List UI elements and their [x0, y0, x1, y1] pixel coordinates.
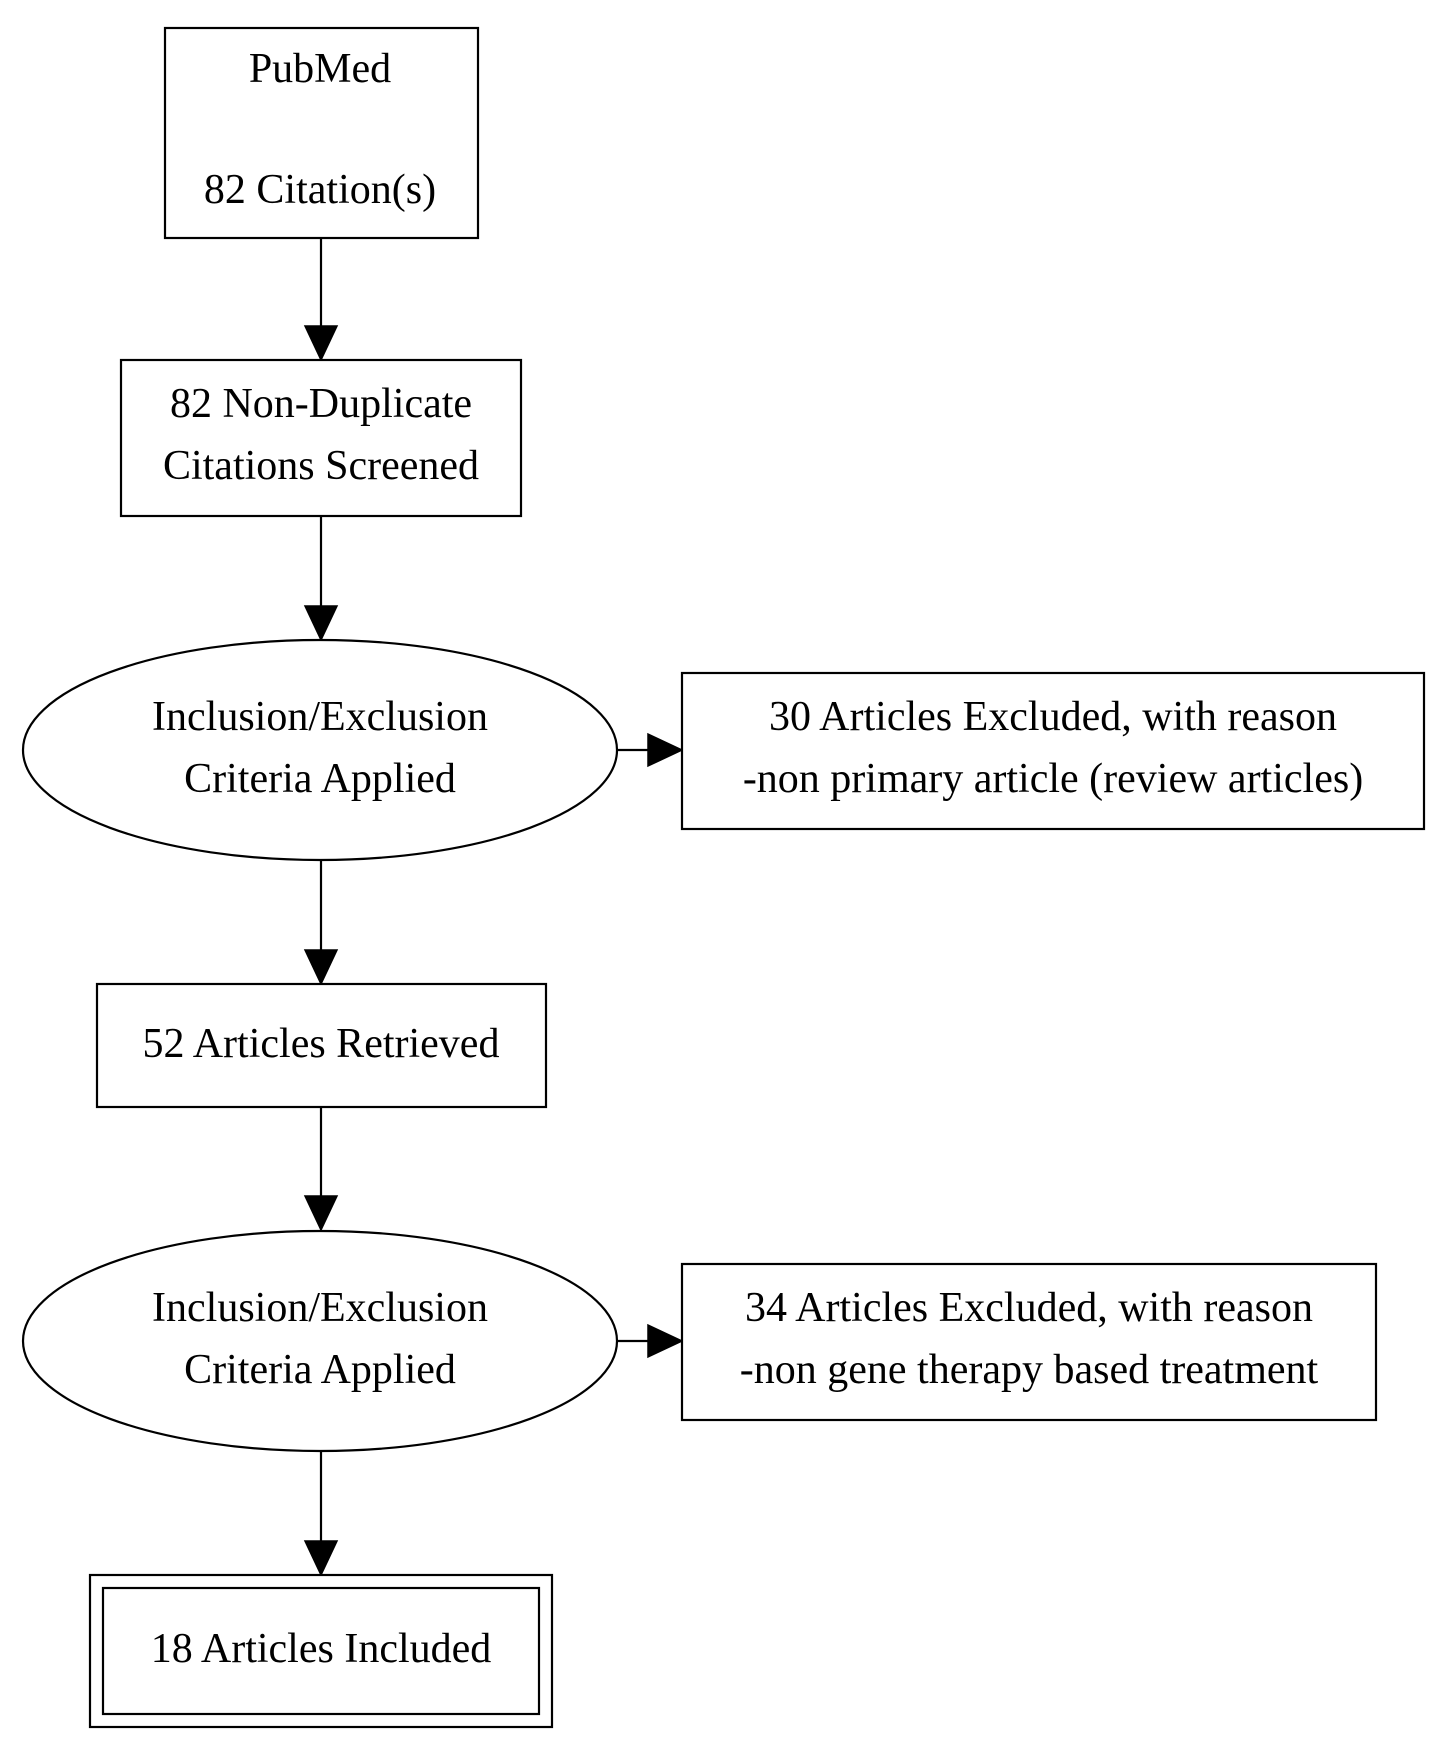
edge-criteria-1-to-excluded-1 — [617, 732, 684, 768]
included-label: 18 Articles Included — [151, 1626, 492, 1672]
node-citations-screened: 82 Non-Duplicate Citations Screened — [119, 358, 523, 518]
node-pubmed: PubMed 82 Citation(s) — [163, 26, 480, 240]
screened-line-2: Citations Screened — [163, 443, 479, 489]
excluded-1-line-2: -non primary article (review articles) — [743, 756, 1363, 802]
criteria-1-line-1: Inclusion/Exclusion — [152, 694, 488, 740]
pubmed-title: PubMed — [249, 46, 391, 92]
excluded-2-line-2: -non gene therapy based treatment — [740, 1347, 1319, 1393]
arrowhead-icon — [647, 1323, 684, 1359]
pubmed-citation-count: 82 Citation(s) — [204, 167, 436, 213]
edge-criteria-1-to-retrieved — [303, 860, 339, 986]
criteria-2-line-1: Inclusion/Exclusion — [152, 1285, 488, 1331]
node-excluded-2: 34 Articles Excluded, with reason -non g… — [680, 1262, 1378, 1422]
edge-pubmed-to-screened — [303, 238, 339, 362]
criteria-2-line-2: Criteria Applied — [184, 1347, 456, 1393]
arrowhead-icon — [303, 1540, 339, 1577]
arrowhead-icon — [303, 949, 339, 986]
node-criteria-applied-2: Inclusion/Exclusion Criteria Applied — [21, 1229, 619, 1453]
arrowhead-icon — [303, 325, 339, 362]
excluded-2-line-1: 34 Articles Excluded, with reason — [745, 1285, 1313, 1331]
node-articles-retrieved: 52 Articles Retrieved — [95, 982, 548, 1109]
arrowhead-icon — [303, 1195, 339, 1232]
edge-criteria-2-to-included — [303, 1451, 339, 1577]
edge-criteria-2-to-excluded-2 — [617, 1323, 684, 1359]
node-excluded-1: 30 Articles Excluded, with reason -non p… — [680, 671, 1426, 831]
edge-screened-to-criteria-1 — [303, 516, 339, 642]
retrieved-label: 52 Articles Retrieved — [143, 1021, 500, 1067]
edge-retrieved-to-criteria-2 — [303, 1107, 339, 1232]
excluded-1-line-1: 30 Articles Excluded, with reason — [769, 694, 1337, 740]
node-criteria-applied-1: Inclusion/Exclusion Criteria Applied — [21, 638, 619, 862]
screened-line-1: 82 Non-Duplicate — [170, 381, 472, 427]
criteria-1-line-2: Criteria Applied — [184, 756, 456, 802]
node-articles-included: 18 Articles Included — [88, 1573, 554, 1729]
arrowhead-icon — [647, 732, 684, 768]
arrowhead-icon — [303, 605, 339, 642]
